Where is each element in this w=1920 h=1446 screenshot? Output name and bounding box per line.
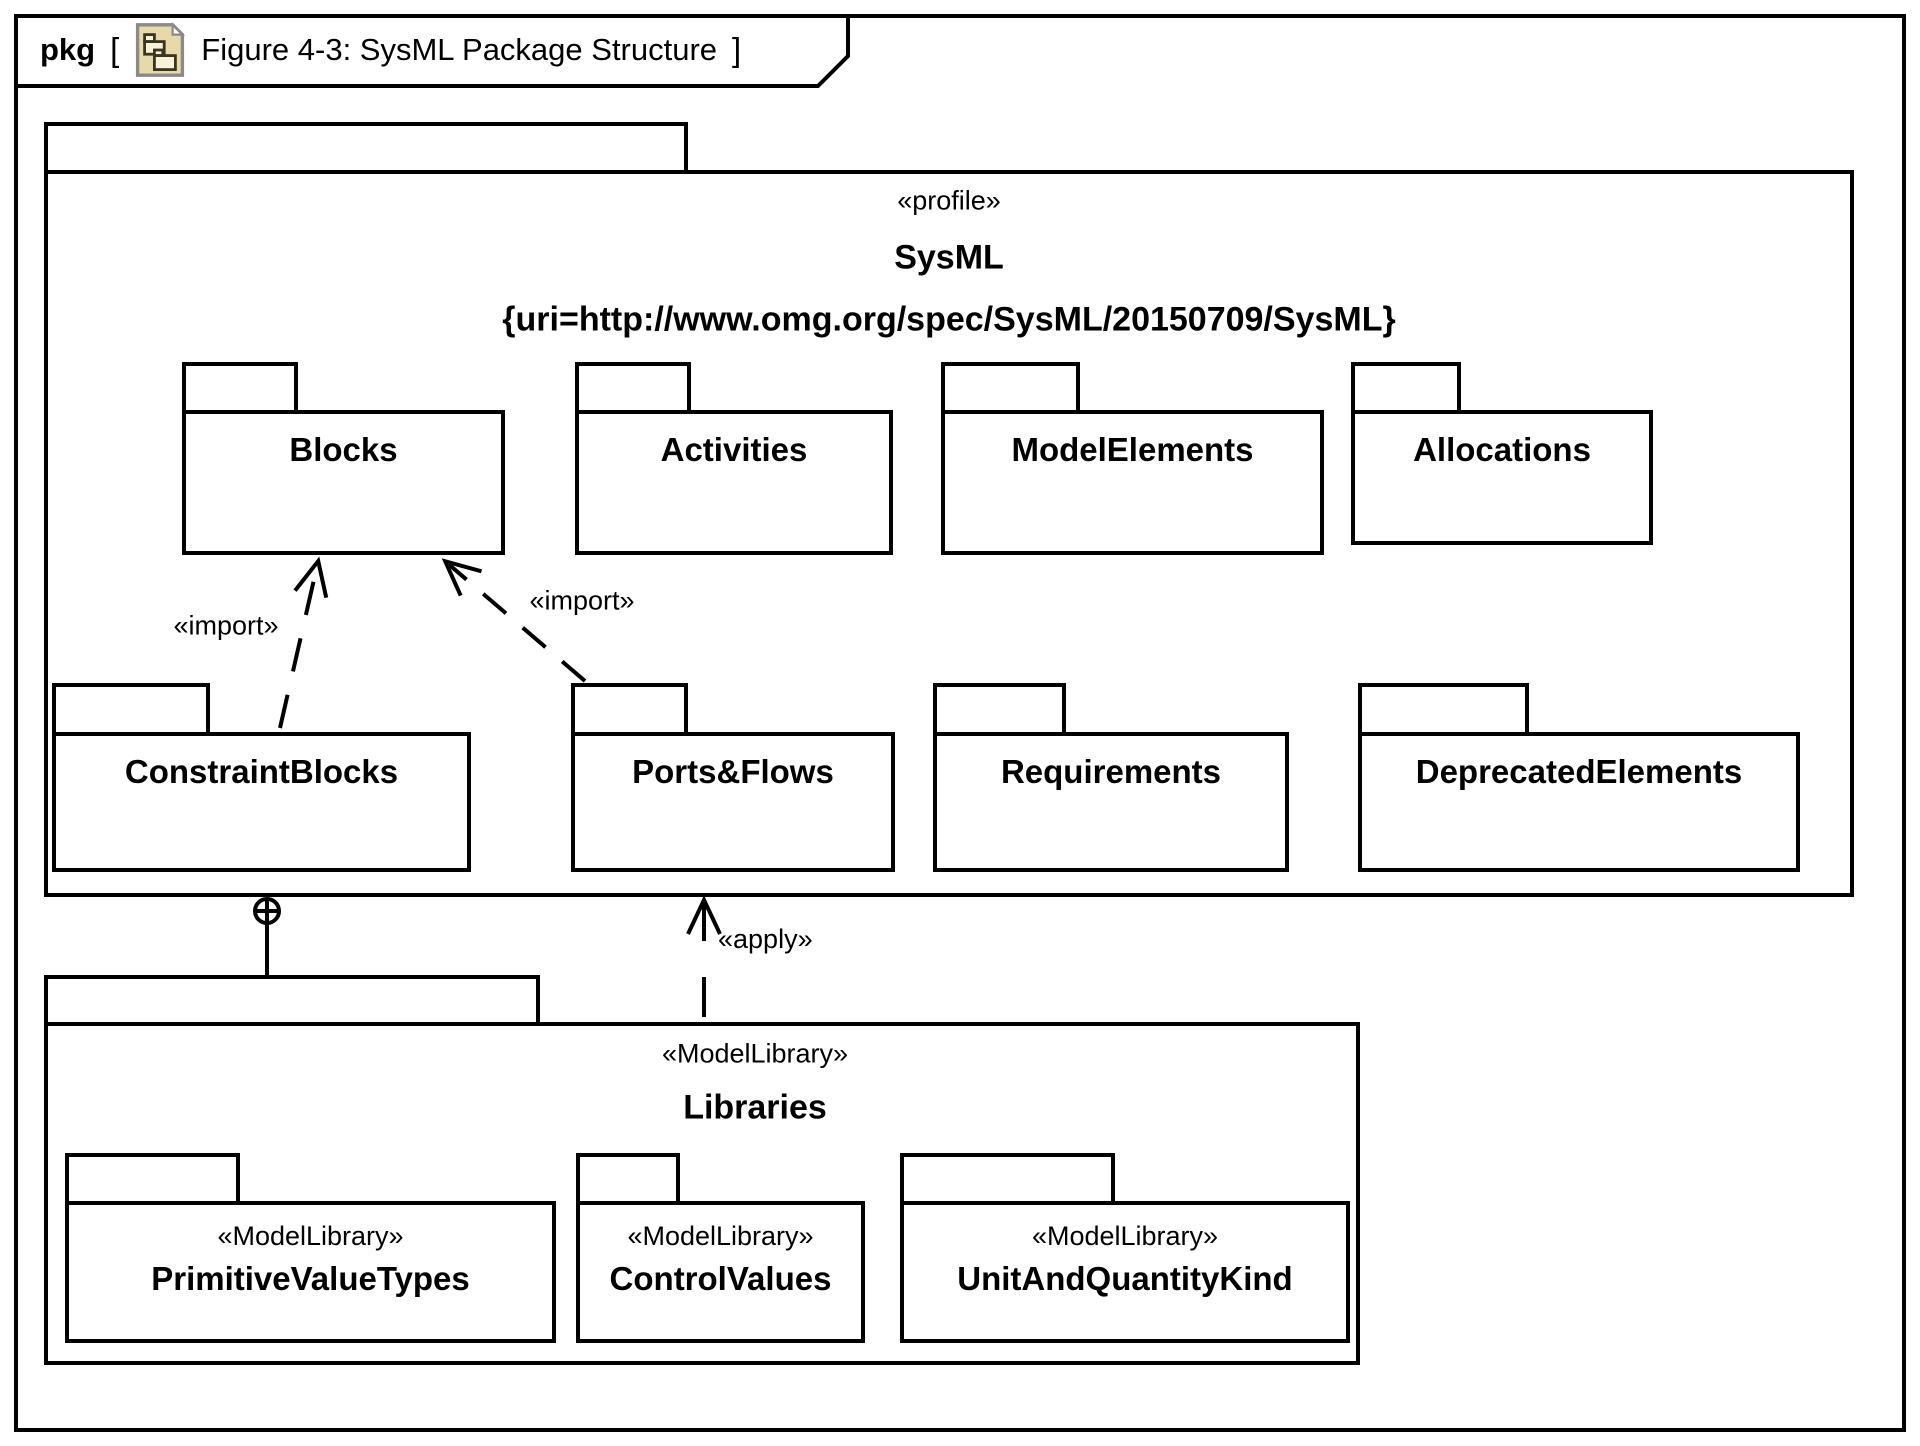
package-tab-allocations[interactable] xyxy=(1351,362,1461,414)
import-arrow-constraintblocks-blocks[interactable] xyxy=(278,556,329,729)
stereotype-primitivevaluetypes: «ModelLibrary» xyxy=(217,1221,404,1251)
sysml-name: SysML xyxy=(894,238,1004,277)
package-tab-blocks[interactable] xyxy=(182,362,298,414)
package-label-allocations: Allocations xyxy=(1413,431,1591,468)
package-deprecatedelements[interactable]: DeprecatedElements xyxy=(1358,732,1800,872)
frame-title-text: Figure 4-3: SysML Package Structure xyxy=(201,32,718,67)
import-label-right: «import» xyxy=(529,585,635,616)
package-label-requirements: Requirements xyxy=(1000,753,1222,790)
frame-close-bracket: ] xyxy=(732,31,742,68)
stereotype-unitandquantitykind: «ModelLibrary» xyxy=(1031,1221,1219,1251)
package-tab-requirements[interactable] xyxy=(933,683,1066,736)
apply-label: «apply» xyxy=(718,924,813,954)
libraries-package-tab[interactable] xyxy=(44,975,540,1026)
package-label-deprecatedelements: DeprecatedElements xyxy=(1415,753,1743,790)
import-label-left: «import» xyxy=(173,610,279,641)
package-label-constraintblocks: ConstraintBlocks xyxy=(124,753,399,790)
package-controlvalues[interactable]: «ModelLibrary» ControlValues xyxy=(576,1201,865,1343)
sysml-uri: {uri=http://www.omg.org/spec/SysML/20150… xyxy=(502,300,1396,339)
stereotype-controlvalues: «ModelLibrary» xyxy=(627,1221,814,1251)
sysml-package-tab[interactable] xyxy=(44,122,688,174)
package-tab-unitandquantitykind[interactable] xyxy=(900,1153,1115,1205)
frame-title-tab xyxy=(14,14,850,88)
package-requirements[interactable]: Requirements xyxy=(933,732,1289,872)
circle-plus-icon xyxy=(253,897,281,925)
package-unitandquantitykind[interactable]: «ModelLibrary» UnitAndQuantityKind xyxy=(900,1201,1350,1343)
frame-open-bracket: [ xyxy=(110,31,120,68)
package-tab-modelelements[interactable] xyxy=(941,362,1080,414)
package-label-activities: Activities xyxy=(660,431,808,468)
package-label-portsflows: Ports&Flows xyxy=(632,753,834,790)
sysml-stereotype: «profile» xyxy=(897,185,1001,216)
package-label-blocks: Blocks xyxy=(289,431,398,468)
libraries-name: Libraries xyxy=(683,1088,827,1127)
package-label-unitandquantitykind: UnitAndQuantityKind xyxy=(957,1260,1293,1297)
import-arrow-portsflows-blocks[interactable] xyxy=(441,558,587,683)
package-portsflows[interactable]: Ports&Flows xyxy=(571,732,895,872)
package-constraintblocks[interactable]: ConstraintBlocks xyxy=(52,732,471,872)
libraries-stereotype: «ModelLibrary» xyxy=(661,1038,849,1069)
package-tab-controlvalues[interactable] xyxy=(576,1153,680,1205)
package-tab-portsflows[interactable] xyxy=(571,683,688,736)
frame-header: pkg [ Figure 4-3: SysML Package Structur… xyxy=(14,14,848,86)
package-allocations[interactable]: Allocations xyxy=(1351,410,1653,545)
package-label-controlvalues: ControlValues xyxy=(609,1260,832,1297)
frame-keyword: pkg xyxy=(40,32,96,67)
package-primitivevaluetypes[interactable]: «ModelLibrary» PrimitiveValueTypes xyxy=(65,1201,556,1343)
package-label-modelelements: ModelElements xyxy=(1011,431,1254,468)
package-tab-constraintblocks[interactable] xyxy=(52,683,210,736)
package-modelelements[interactable]: ModelElements xyxy=(941,410,1324,555)
package-activities[interactable]: Activities xyxy=(575,410,893,555)
package-tab-deprecatedelements[interactable] xyxy=(1358,683,1529,736)
package-label-primitivevaluetypes: PrimitiveValueTypes xyxy=(151,1260,470,1297)
package-tab-primitivevaluetypes[interactable] xyxy=(65,1153,240,1205)
package-tab-activities[interactable] xyxy=(575,362,691,414)
package-blocks[interactable]: Blocks xyxy=(182,410,505,555)
package-diagram-icon xyxy=(136,22,186,77)
